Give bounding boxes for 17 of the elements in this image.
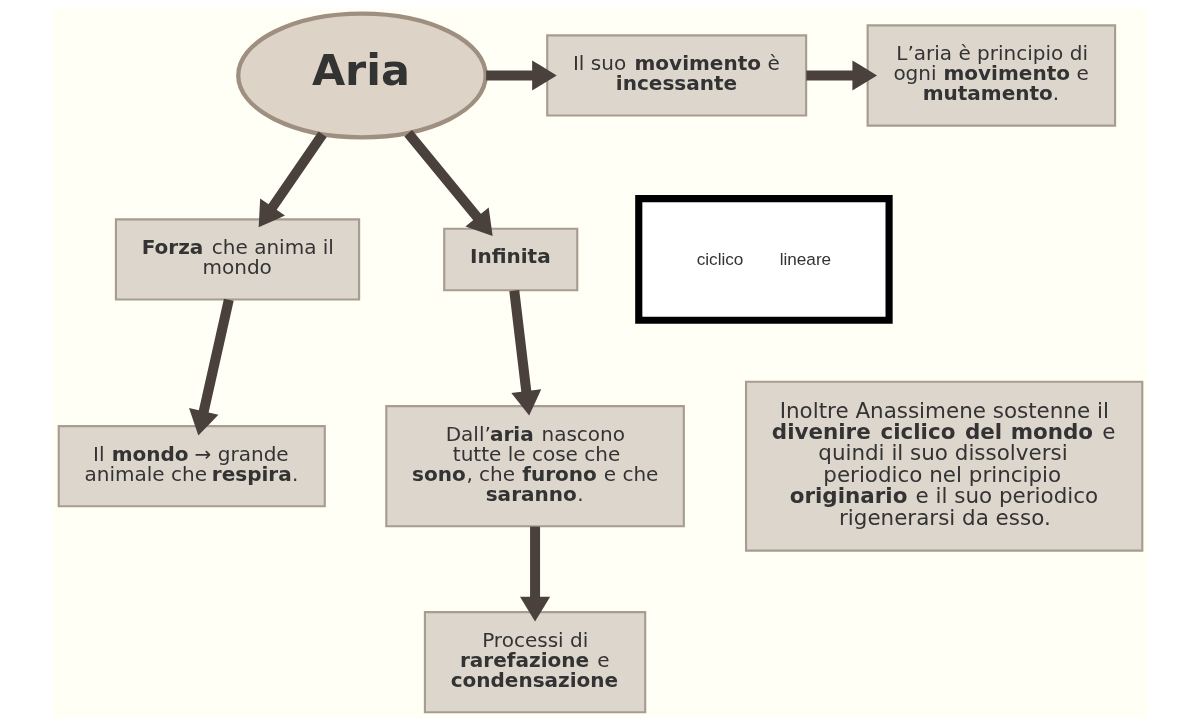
node-box: ciclico lineare [634,195,893,324]
node-box: Il mondo → grande animale che respira. [57,425,326,508]
node-box: Dall’aria nascono tutte le cose che sono, che furono e che saranno. [384,405,685,528]
arrow [403,130,493,237]
node-box: Infinita [442,227,578,292]
arrow [485,60,557,91]
node-ellipse: Aria [235,11,488,140]
arrow [188,298,234,436]
arrow [508,289,541,416]
node-box: L’aria è principio di ogni movimento e mutamento. [866,24,1116,127]
node-box: Forza che anima il mondo [114,218,360,301]
arrow [258,131,327,228]
node-box: Processi di rarefazione e condensazione [423,611,646,714]
arrow [805,60,877,91]
node-box: Il suo movimento è incessante [545,34,807,117]
node-box: Inoltre Anassimene sostenne il divenire ciclico del mondo e quindi il suo dissolversi periodico nel principio originario e il suo periodico rigenerarsi da esso. [744,380,1143,552]
arrow [519,526,550,622]
